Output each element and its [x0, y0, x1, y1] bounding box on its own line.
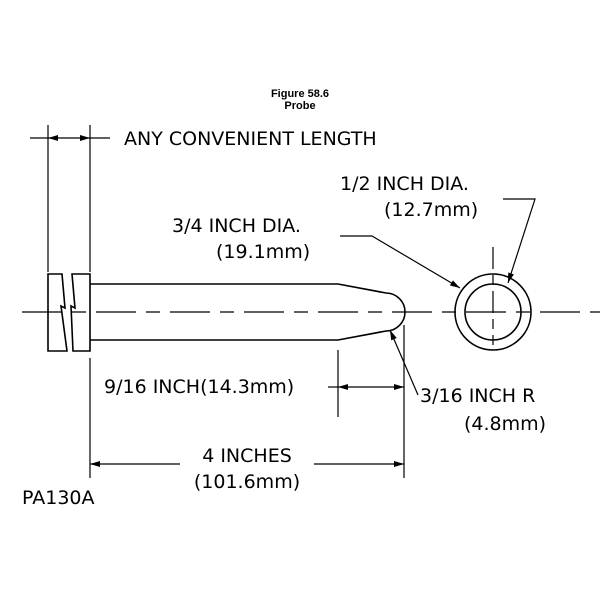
length-label: ANY CONVENIENT LENGTH: [124, 128, 377, 150]
figure-number: Figure 58.6: [270, 88, 330, 100]
probe-head-right: [70, 273, 91, 352]
total-length-mm-label: (101.6mm): [194, 471, 300, 493]
inner-dia-leader: [503, 198, 536, 284]
inner-dia-mm-label: (12.7mm): [384, 199, 478, 221]
part-number: PA130A: [22, 487, 95, 509]
radius-label: 3/16 INCH R: [420, 385, 535, 407]
probe-head-left: [47, 273, 68, 352]
outer-dia-label: 3/4 INCH DIA.: [172, 215, 301, 237]
outer-dia-mm-label: (19.1mm): [216, 241, 310, 263]
figure-title: Probe: [284, 100, 316, 112]
inner-dia-label: 1/2 INCH DIA.: [340, 173, 469, 195]
end-view: [454, 247, 532, 351]
length-dimension: [30, 125, 110, 478]
total-length-label: 4 INCHES: [202, 445, 292, 467]
taper-length-label: 9/16 INCH(14.3mm): [104, 376, 294, 398]
probe-body: [90, 283, 406, 341]
radius-mm-label: (4.8mm): [464, 413, 546, 435]
outer-dia-leader: [340, 235, 461, 289]
radius-leader: [389, 329, 419, 396]
taper-dimension: [328, 325, 405, 478]
